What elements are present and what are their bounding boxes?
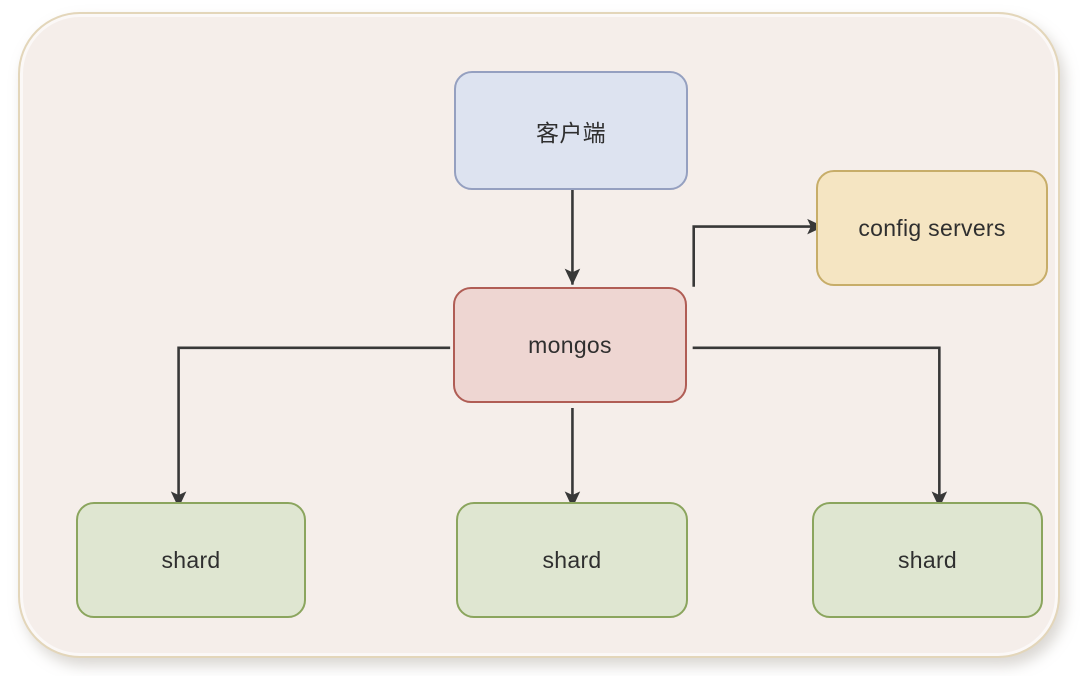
edge-mongos-to-shard-right xyxy=(692,346,948,508)
node-shard-right-label: shard xyxy=(897,546,958,573)
node-config-servers-label: config servers xyxy=(858,214,1006,241)
diagram-canvas: 客户端 config servers mongos shard shard sh… xyxy=(18,12,1060,658)
node-shard-left: shard xyxy=(76,502,306,618)
node-shard-left-label: shard xyxy=(161,546,221,573)
node-client-label: 客户端 xyxy=(536,119,606,146)
edge-mongos-to-config-servers xyxy=(692,218,824,287)
node-client: 客户端 xyxy=(454,71,688,190)
node-mongos-label: mongos xyxy=(528,331,612,358)
node-shard-middle-label: shard xyxy=(542,546,602,573)
node-shard-middle: shard xyxy=(456,502,688,618)
node-config-servers: config servers xyxy=(816,170,1048,286)
node-shard-right: shard xyxy=(812,502,1043,618)
node-mongos: mongos xyxy=(453,287,687,403)
edge-mongos-to-shard-left xyxy=(170,346,451,508)
